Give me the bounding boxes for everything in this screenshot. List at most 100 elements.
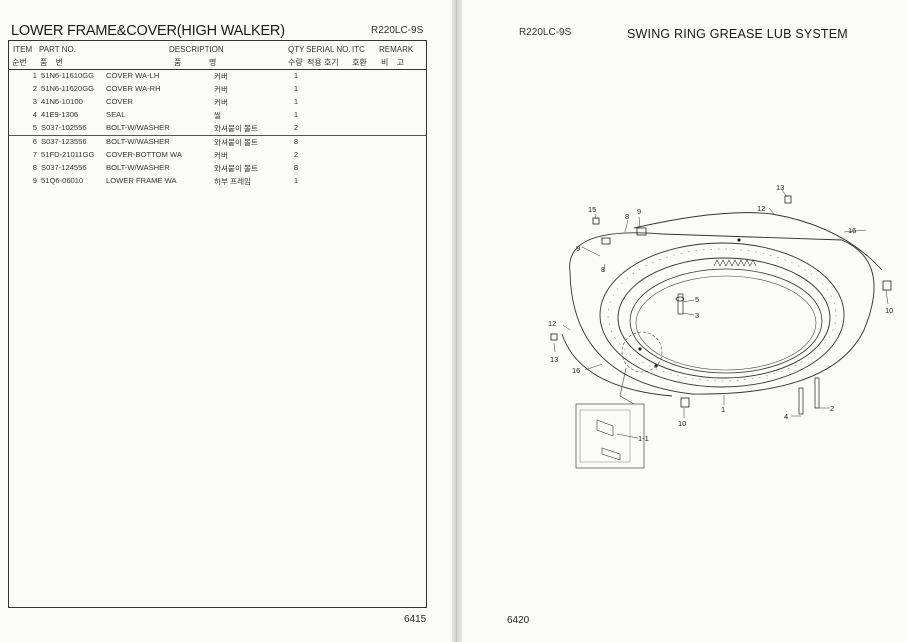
description-korean: 커버 [214, 98, 228, 107]
callout-16: 16 [848, 226, 856, 235]
callout-13: 13 [550, 355, 558, 364]
table-row: 5 S037-102556 BOLT-W/WASHER 와셔붙이 볼트 2 [9, 123, 426, 136]
description: COVER [106, 97, 134, 106]
swing-ring-bore [629, 268, 823, 374]
description-korean: 와셔붙이 볼트 [214, 164, 259, 173]
header-item-kr: 순번 [12, 58, 27, 67]
quantity: 2 [293, 150, 299, 159]
right-page: R220LC-9S SWING RING GREASE LUB SYSTEM [462, 0, 906, 642]
leader-lines [553, 189, 889, 439]
description-korean: 커버 [214, 72, 228, 81]
gear-teeth [713, 259, 757, 267]
header-remark-kr: 비 고 [381, 58, 404, 67]
model-number: R220LC-9S [519, 27, 572, 38]
callout-3: 3 [695, 311, 699, 320]
callout-2: 2 [830, 404, 834, 413]
description-korean: 씰 [214, 111, 221, 120]
callout-1: 1 [721, 405, 725, 414]
header-desc-kr-1: 품 [174, 58, 182, 67]
description: BOLT-W/WASHER [106, 123, 170, 132]
quantity: 8 [293, 163, 299, 172]
callout-12: 12 [757, 204, 765, 213]
washer-5 [675, 296, 685, 302]
callout-16: 16 [572, 366, 580, 375]
part-number: S037-123556 [41, 137, 87, 146]
header-itc-kr: 호환 [352, 58, 367, 67]
item-number: 2 [32, 84, 37, 93]
part-number: 41N6-10100 [41, 97, 83, 106]
swing-ring-bolt-circle [607, 248, 837, 382]
description: COVER WA-RH [106, 84, 161, 93]
callout-10: 10 [885, 306, 893, 315]
callout-1-1: 1-1 [638, 434, 649, 443]
detail-inset-inner [579, 409, 631, 463]
part-number: 51FD-21011GG [41, 150, 95, 159]
item-number: 6 [32, 137, 37, 146]
model-number: R220LC-9S [371, 25, 424, 36]
header-part: PART NO. [39, 45, 76, 54]
part-number: S037-102556 [41, 123, 87, 132]
grease-fitting-9 [636, 227, 647, 236]
left-page: LOWER FRAME&COVER(HIGH WALKER) R220LC-9S… [0, 0, 452, 642]
table-row: 1 51N6-11610GG COVER WA-LH 커버 1 [9, 71, 426, 84]
quantity: 1 [293, 176, 299, 185]
elbow-fitting-10-right [882, 280, 892, 291]
swing-ring-bore-inner [635, 275, 817, 371]
part-number: 51N6-11620GG [41, 84, 95, 93]
table-row: 4 41E9-1306 SEAL 씰 1 [9, 110, 426, 123]
quantity: 2 [293, 123, 299, 132]
item-number: 7 [32, 150, 37, 159]
page-title: SWING RING GREASE LUB SYSTEM [627, 27, 848, 41]
header-desc-kr-2: 명 [209, 58, 217, 67]
parts-table: ITEM 순번 PART NO. 품 번 DESCRIPTION 품 명 QTY… [8, 40, 427, 608]
swing-ring-diagram: 13 12 16 10 15 8 9 9 8 5 3 12 13 16 1 10… [548, 183, 893, 469]
header-qty-kr: 수량 [288, 58, 303, 67]
header-divider [9, 69, 426, 70]
part-number: 51Q6-06010 [41, 176, 84, 185]
quantity: 1 [293, 84, 299, 93]
bolt-3 [677, 293, 684, 315]
callout-13: 13 [776, 183, 784, 192]
description: SEAL [106, 110, 126, 119]
quantity: 8 [293, 137, 299, 146]
description: COVER-BOTTOM WA [106, 150, 182, 159]
header-remark: REMARK [379, 45, 414, 54]
detail-inset-box [575, 403, 645, 469]
item-number: 8 [32, 163, 37, 172]
detail-circle [621, 331, 663, 373]
item-number: 4 [32, 110, 37, 119]
part-number: 51N6-11610GG [41, 71, 95, 80]
header-serial: SERIAL NO. [306, 45, 351, 54]
description: LOWER FRAME WA [106, 176, 177, 185]
grease-nipple-13-left [550, 333, 558, 341]
callout-15: 15 [588, 205, 596, 214]
bolt-4 [798, 387, 804, 415]
description-korean: 와셔붙이 볼트 [214, 138, 259, 147]
callout-4: 4 [784, 412, 788, 421]
elbow-fitting-10-bottom [680, 397, 690, 408]
description: BOLT-W/WASHER [106, 163, 170, 172]
grease-fitting-8 [601, 237, 611, 245]
callout-9: 9 [637, 207, 641, 216]
quantity: 1 [293, 110, 299, 119]
grease-hose-left [561, 333, 673, 397]
callout-9: 9 [576, 244, 580, 253]
table-row: 6 S037-123556 BOLT-W/WASHER 와셔붙이 볼트 8 [9, 137, 426, 150]
callout-5: 5 [695, 295, 699, 304]
detail-pointer [619, 367, 635, 405]
quantity: 1 [293, 97, 299, 106]
header-serial-kr: 적용 호기 [307, 58, 339, 67]
callout-10: 10 [678, 419, 686, 428]
row-group-divider [9, 135, 426, 136]
table-row: 9 51Q6-06010 LOWER FRAME WA 하부 프레임 1 [9, 176, 426, 189]
description-korean: 커버 [214, 151, 228, 160]
bolt-2 [814, 377, 820, 409]
grease-nipple-13-top [784, 195, 792, 204]
item-number: 3 [32, 97, 37, 106]
swing-ring-outer [599, 242, 845, 388]
detail-fitting-1-1 [596, 419, 614, 437]
callout-8: 8 [601, 265, 605, 274]
description: BOLT-W/WASHER [106, 137, 170, 146]
lower-frame-plate [569, 232, 875, 395]
